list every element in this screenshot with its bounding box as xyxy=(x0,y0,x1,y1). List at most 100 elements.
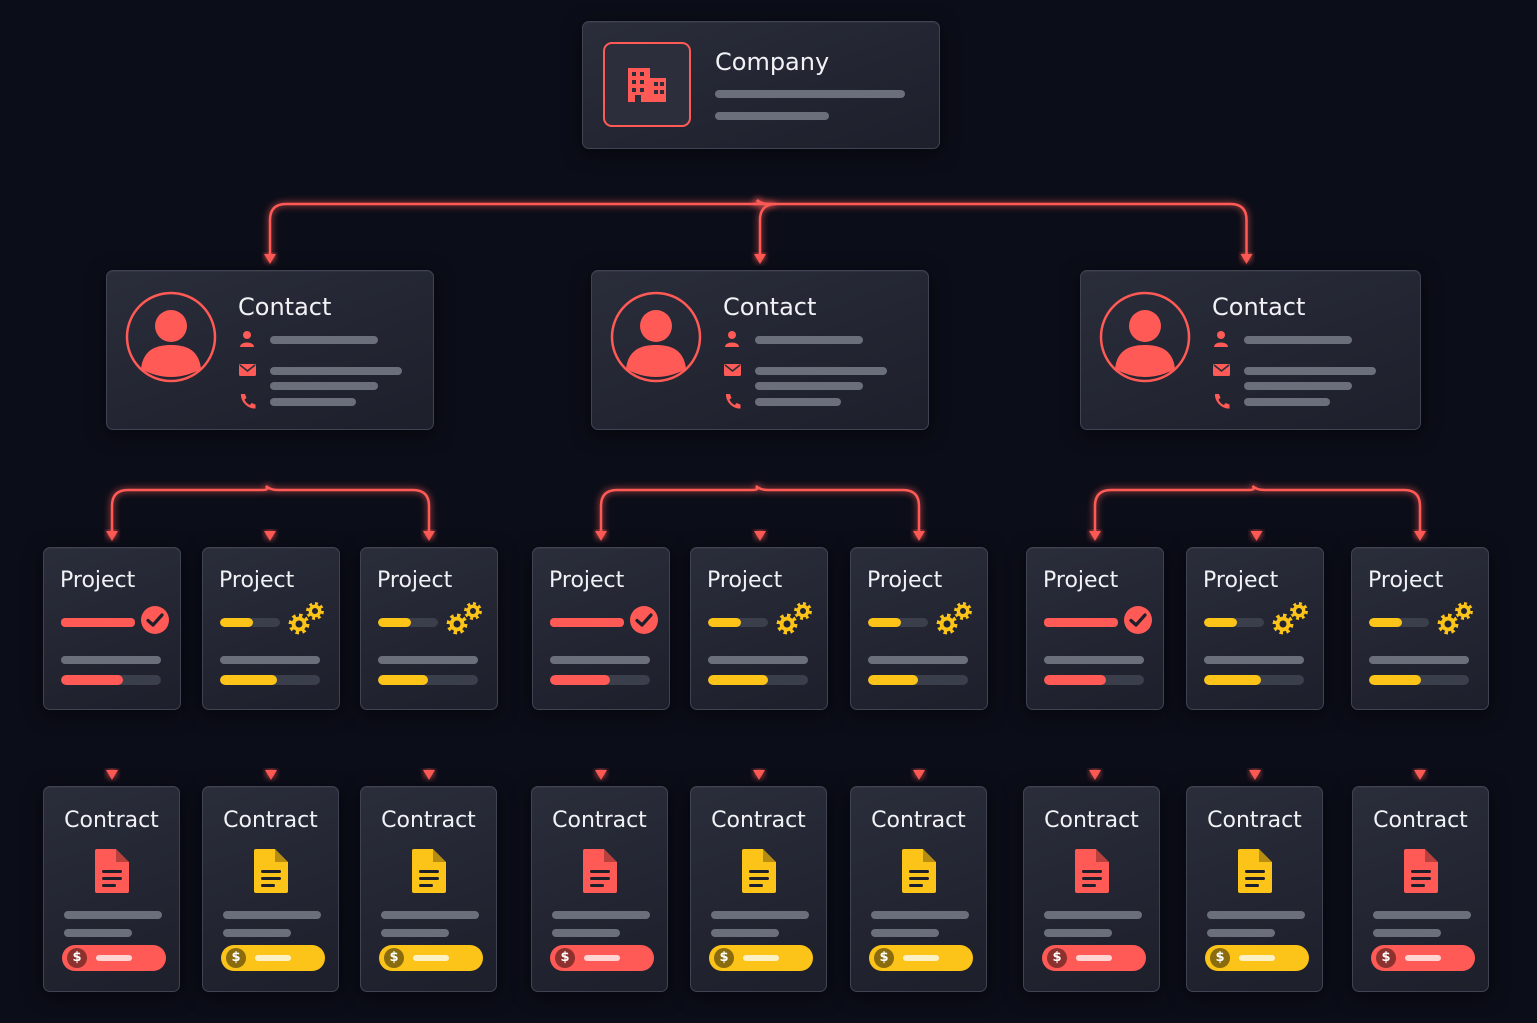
project-title: Project xyxy=(707,568,783,593)
company-connector-branch-1 xyxy=(752,199,777,256)
contact-1-connector-branch-2 xyxy=(755,485,921,533)
company-title: Company xyxy=(715,48,830,76)
company-connector-branch-2 xyxy=(756,199,1248,256)
dollar-icon: $ xyxy=(555,948,575,968)
contact-card[interactable]: Contact xyxy=(106,270,434,430)
project-progress-fill xyxy=(550,675,610,685)
project-card[interactable]: Project xyxy=(1026,547,1164,710)
company-detail-line-1 xyxy=(715,90,905,98)
contract-title: Contract xyxy=(223,808,318,833)
contact-card[interactable]: Contact xyxy=(1080,270,1421,430)
contract-card[interactable]: Contract$ xyxy=(1023,786,1160,992)
project-detail-line xyxy=(1204,656,1304,664)
contact-field-line xyxy=(1244,398,1330,406)
project-detail-line xyxy=(61,656,161,664)
contact-field-line xyxy=(755,336,863,344)
contract-detail-line xyxy=(1044,929,1112,937)
project-title: Project xyxy=(549,568,625,593)
contract-detail-line xyxy=(711,929,779,937)
contract-card[interactable]: Contract$ xyxy=(690,786,827,992)
document-icon xyxy=(409,848,449,898)
contract-card[interactable]: Contract$ xyxy=(1352,786,1489,992)
dollar-icon: $ xyxy=(714,948,734,968)
project-status-track xyxy=(868,618,928,627)
project-status-fill xyxy=(868,618,901,627)
contract-amount-pill: $ xyxy=(62,945,166,971)
project-7-arrow xyxy=(1249,770,1261,780)
contract-card[interactable]: Contract $ xyxy=(202,786,339,992)
gears-icon xyxy=(1436,600,1476,640)
contact-card[interactable]: Contact xyxy=(591,270,929,430)
contract-card[interactable]: Contract$ xyxy=(531,786,668,992)
contact-2-connector-arrow-0 xyxy=(1089,531,1101,541)
contact-0-connector-branch-0 xyxy=(110,485,269,533)
project-detail-line xyxy=(550,656,650,664)
user-avatar-icon xyxy=(610,291,702,387)
dollar-icon: $ xyxy=(226,948,246,968)
project-8-arrow xyxy=(1414,770,1426,780)
contract-amount-pill: $ xyxy=(1371,945,1475,971)
contract-detail-line xyxy=(871,929,939,937)
project-5-arrow xyxy=(913,770,925,780)
contract-card[interactable]: Contract$ xyxy=(1186,786,1323,992)
contact-field-line xyxy=(755,382,863,390)
project-progress-fill xyxy=(708,675,768,685)
project-progress-track xyxy=(1369,675,1469,685)
contact-field-line xyxy=(270,336,378,344)
contract-amount-pill: $ xyxy=(1042,945,1146,971)
project-card[interactable]: Project xyxy=(1351,547,1489,710)
project-progress-track xyxy=(1204,675,1304,685)
project-status-bar xyxy=(61,618,135,627)
project-progress-fill xyxy=(61,675,123,685)
project-card[interactable]: Project xyxy=(43,547,181,710)
project-title: Project xyxy=(1368,568,1444,593)
contact-title: Contact xyxy=(723,293,817,321)
contact-field-line xyxy=(270,382,378,390)
project-detail-line xyxy=(1369,656,1469,664)
dollar-icon: $ xyxy=(1210,948,1230,968)
dollar-icon: $ xyxy=(67,948,87,968)
company-connector-arrow-1 xyxy=(754,254,766,264)
contact-2-connector-branch-0 xyxy=(1093,485,1256,533)
project-card[interactable]: Project xyxy=(360,547,498,710)
contract-card[interactable]: Contract $ xyxy=(43,786,180,992)
project-progress-track xyxy=(550,675,650,685)
contract-detail-line xyxy=(64,929,132,937)
document-icon xyxy=(92,848,132,898)
project-progress-fill xyxy=(868,675,918,685)
contract-amount-pill: $ xyxy=(550,945,654,971)
contract-card[interactable]: Contract$ xyxy=(360,786,497,992)
company-card[interactable]: Company xyxy=(582,21,940,149)
building-icon xyxy=(624,62,670,108)
gears-icon xyxy=(287,600,327,640)
contact-1-connector-arrow-0 xyxy=(595,531,607,541)
contact-0-connector-arrow-2 xyxy=(423,531,435,541)
contract-card[interactable]: Contract$ xyxy=(850,786,987,992)
contact-2-connector-arrow-2 xyxy=(1414,531,1426,541)
project-6-arrow xyxy=(1089,770,1101,780)
contact-field-line xyxy=(755,398,841,406)
contact-2-connector-arrow-1 xyxy=(1250,531,1263,541)
contact-field-line xyxy=(1244,367,1376,375)
project-card[interactable]: Project xyxy=(850,547,988,710)
contract-amount-line xyxy=(413,955,449,961)
phone-icon xyxy=(723,392,742,415)
contract-detail-line xyxy=(1207,929,1275,937)
contact-1-connector-arrow-1 xyxy=(754,531,766,541)
project-card[interactable]: Project xyxy=(1186,547,1324,710)
project-progress-track xyxy=(1044,675,1144,685)
contract-title: Contract xyxy=(64,808,159,833)
contact-0-connector-branch-2 xyxy=(265,485,431,533)
project-card[interactable]: Project xyxy=(202,547,340,710)
project-card[interactable]: Project xyxy=(690,547,828,710)
project-card[interactable]: Project xyxy=(532,547,670,710)
contact-title: Contact xyxy=(238,293,332,321)
project-status-bar xyxy=(1044,618,1118,627)
contract-detail-line xyxy=(223,911,321,919)
contact-0-connector-arrow-1 xyxy=(264,531,276,541)
project-status-fill xyxy=(1369,618,1402,627)
project-progress-track xyxy=(220,675,320,685)
contract-detail-line xyxy=(1373,929,1441,937)
person-icon xyxy=(238,330,256,352)
